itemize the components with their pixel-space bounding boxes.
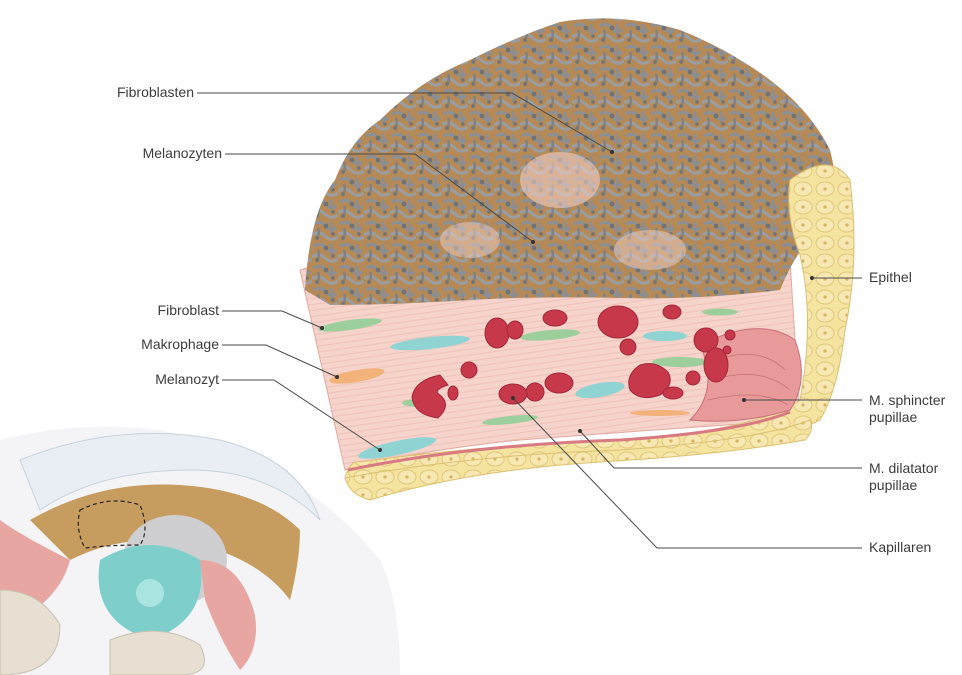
iris-block [300, 18, 854, 500]
melanocyte-cell [643, 331, 687, 341]
label-m-dilatator-pupillae: M. dilatator pupillae [869, 460, 938, 494]
label-dilatator-line2: pupillae [869, 477, 938, 494]
label-fibroblast: Fibroblast [158, 302, 219, 319]
label-m-sphincter-pupillae: M. sphincter pupillae [869, 392, 945, 426]
macrophage-cell [630, 410, 690, 416]
label-dilatator-line1: M. dilatator [869, 460, 938, 477]
fibroblast-cell [702, 309, 738, 316]
fibroblast-cell [652, 357, 708, 367]
label-makrophage: Makrophage [141, 336, 219, 353]
label-melanozyt: Melanozyt [155, 371, 219, 388]
label-melanozyten: Melanozyten [143, 145, 222, 162]
label-sphincter-line1: M. sphincter [869, 392, 945, 409]
label-kapillaren: Kapillaren [869, 539, 931, 556]
label-fibroblasten: Fibroblasten [117, 84, 194, 101]
label-sphincter-line2: pupillae [869, 409, 945, 426]
eye-overview-inset [0, 427, 400, 675]
label-epithel: Epithel [869, 269, 912, 286]
leader-fibroblast [222, 311, 322, 328]
